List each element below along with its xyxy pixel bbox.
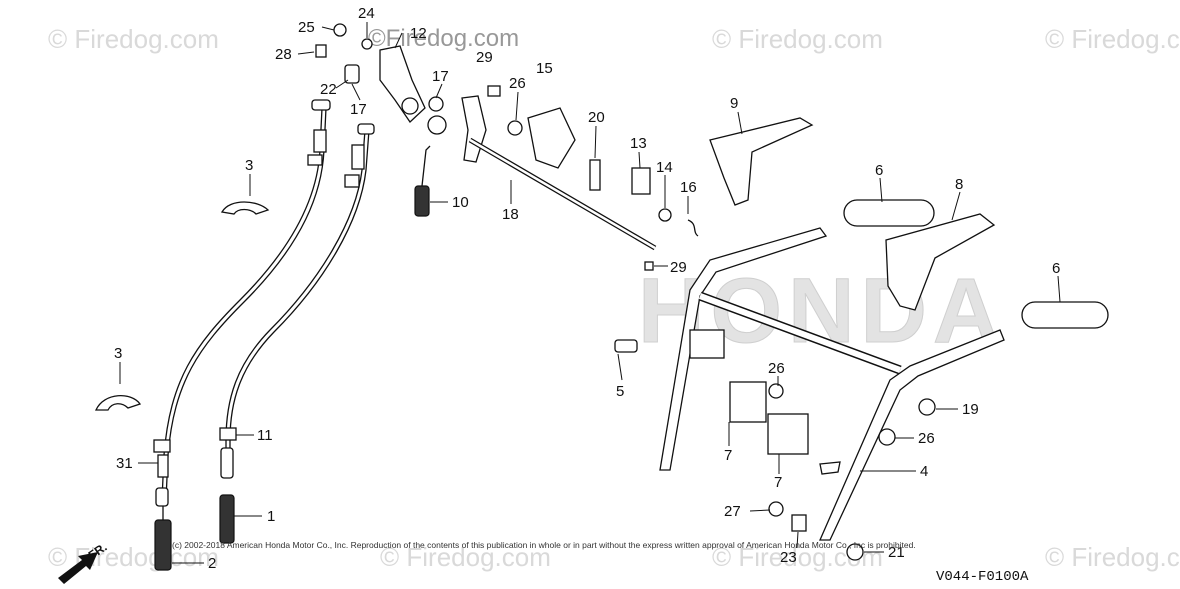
callout-26-upper: 26 [509,75,526,92]
callout-16: 16 [680,179,697,196]
callout-24: 24 [358,5,375,22]
callout-31: 31 [116,455,133,472]
lever-tab [819,461,841,475]
callout-11: 11 [257,427,273,444]
callout-18: 18 [502,206,519,223]
callout-12: 12 [410,25,427,42]
copyright-notice: (c) 2002-2018 American Honda Motor Co., … [172,540,916,550]
watermark-layer: © Firedog.com © Firedog.com © Firedog.co… [48,24,1180,572]
watermark-bottom-right: © Firedog.com [1045,542,1180,572]
cable-holder-7b [767,413,809,455]
callouts: 25 24 12 29 15 28 22 17 17 26 20 13 14 1… [114,5,1060,572]
lever-9 [709,117,814,206]
bolt-29 [487,85,501,97]
callout-29-top: 29 [476,49,493,66]
callout-9: 9 [730,95,738,112]
clip-lower [94,395,142,411]
callout-6-upper: 6 [875,162,883,179]
spring-lower-left [154,506,172,571]
callout-26-mid: 26 [768,360,785,377]
cable-holder-7a [729,381,767,423]
watermark-top-center: © Firedog.com [712,24,883,54]
nut-27 [768,501,784,517]
cable-right [219,123,375,479]
callout-6-lower: 6 [1052,260,1060,277]
callout-1: 1 [267,508,275,525]
callout-20: 20 [588,109,605,126]
callout-7-left: 7 [724,447,732,464]
stud-20 [589,159,601,191]
grip-6-upper [843,199,935,227]
watermark-bottom-center: © Firedog.com [380,542,551,572]
callout-23: 23 [780,549,797,566]
callout-8: 8 [955,176,963,193]
nut-19 [918,398,936,416]
callout-2: 2 [208,555,216,572]
pin-28 [315,44,327,58]
callout-10: 10 [452,194,469,211]
plate-23 [791,514,807,532]
leader-lines [119,22,1061,564]
callout-7-right: 7 [774,474,782,491]
callout-27: 27 [724,503,741,520]
watermark-top-left: © Firedog.com [48,24,219,54]
callout-22: 22 [320,81,337,98]
cap-21 [846,543,864,561]
washer-24 [361,38,373,50]
pin-29 [644,261,654,271]
nut-26-right [878,428,896,446]
nut-25 [333,23,347,37]
callout-25: 25 [298,19,315,36]
holder-13 [631,167,651,195]
callout-19: 19 [962,401,979,418]
callout-4: 4 [920,463,928,480]
callout-29-lower: 29 [670,259,687,276]
switch-bracket [689,329,725,359]
clip-upper [220,201,270,215]
callout-15: 15 [536,60,553,77]
callout-17-upper: 17 [432,68,449,85]
callout-13: 13 [630,135,647,152]
handlebar-frame [659,227,1005,541]
grip-6-lower [1021,301,1109,329]
spring-upper [414,145,431,217]
spring-16 [687,219,699,237]
callout-26-right: 26 [918,430,935,447]
nut-26-upper [507,120,523,136]
watermark-top-right: © Firedog.com [1045,24,1180,54]
clamp-5 [614,339,638,353]
nut-26-mid [768,383,784,399]
bracket-assembly [379,45,576,169]
washer-14 [658,208,672,222]
diagram-code: V044-F0100A [936,569,1029,585]
callout-21: 21 [888,544,905,561]
callout-3-lower: 3 [114,345,122,362]
callout-5: 5 [616,383,624,400]
collar-22 [344,64,360,84]
callout-17-lower: 17 [350,101,367,118]
callout-3-upper: 3 [245,157,253,174]
callout-14: 14 [656,159,673,176]
lever-8 [885,213,996,311]
callout-28: 28 [275,46,292,63]
front-arrow-icon [58,552,98,584]
spring-lower-right [219,494,235,544]
cable-left [153,99,331,507]
